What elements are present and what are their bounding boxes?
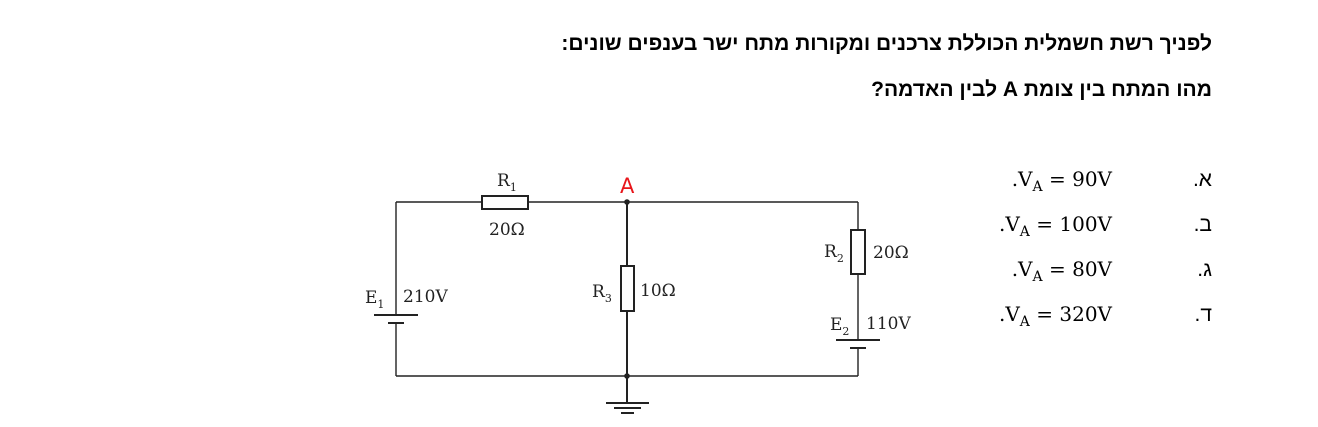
option-suffix: .: [1011, 257, 1019, 281]
e1-name: E1: [365, 288, 384, 311]
node-a-label: A: [620, 174, 635, 198]
r3-name: R3: [592, 282, 612, 305]
r3-value: 10Ω: [640, 281, 676, 301]
option-symbol: V: [1005, 302, 1020, 326]
option-formula-d: .VA = 320V: [999, 302, 1112, 330]
option-value: = 320V: [1029, 302, 1112, 326]
question-line-2: מהו המתח בין צומת A לבין האדמה?: [871, 78, 1212, 101]
option-subscript: A: [1032, 269, 1043, 285]
resistor-r2: [850, 229, 866, 275]
option-value: = 100V: [1029, 212, 1112, 236]
option-letter-d: ד.: [1194, 303, 1212, 326]
option-value: = 80V: [1042, 257, 1112, 281]
r3-letter: R: [592, 282, 606, 302]
r2-value: 20Ω: [873, 243, 909, 263]
r1-name: R1: [497, 171, 517, 194]
e2-letter: E: [830, 315, 842, 335]
r3-subscript: 3: [605, 292, 612, 305]
option-subscript: A: [1019, 224, 1030, 240]
option-formula-c: .VA = 80V: [1012, 257, 1112, 285]
node-bottom-dot: [624, 373, 630, 379]
e2-name: E2: [830, 315, 849, 338]
e1-letter: E: [365, 288, 377, 308]
e2-value: 110V: [866, 314, 911, 334]
option-letter-a: א.: [1192, 168, 1212, 191]
option-suffix: .: [998, 212, 1006, 236]
e1-value: 210V: [403, 287, 448, 307]
option-subscript: A: [1019, 314, 1030, 330]
option-letter-c: ג.: [1197, 258, 1212, 281]
r1-subscript: 1: [510, 181, 517, 194]
option-letter-b: ב.: [1193, 213, 1212, 236]
option-formula-a: .VA = 90V: [1012, 167, 1112, 195]
r1-letter: R: [497, 171, 511, 191]
option-symbol: V: [1018, 167, 1033, 191]
resistor-r3: [620, 265, 635, 312]
r2-subscript: 2: [837, 252, 844, 265]
e1-subscript: 1: [377, 298, 384, 311]
e2-subscript: 2: [842, 325, 849, 338]
r2-name: R2: [824, 242, 844, 265]
option-suffix: .: [998, 302, 1006, 326]
option-symbol: V: [1018, 257, 1033, 281]
option-value: = 90V: [1042, 167, 1112, 191]
option-formula-b: .VA = 100V: [999, 212, 1112, 240]
resistor-r1: [481, 195, 529, 210]
ground-icon: [606, 402, 649, 414]
option-symbol: V: [1005, 212, 1020, 236]
option-subscript: A: [1032, 179, 1043, 195]
option-suffix: .: [1011, 167, 1019, 191]
r2-letter: R: [824, 242, 838, 262]
question-line-1: לפניך רשת חשמלית הכוללת צרכנים ומקורות מ…: [561, 32, 1212, 55]
r1-value: 20Ω: [489, 220, 525, 240]
circuit-diagram: A R1 20Ω R2 20Ω R3 10Ω E1 210V E2 110V: [365, 171, 911, 414]
node-a-dot: [624, 199, 630, 205]
